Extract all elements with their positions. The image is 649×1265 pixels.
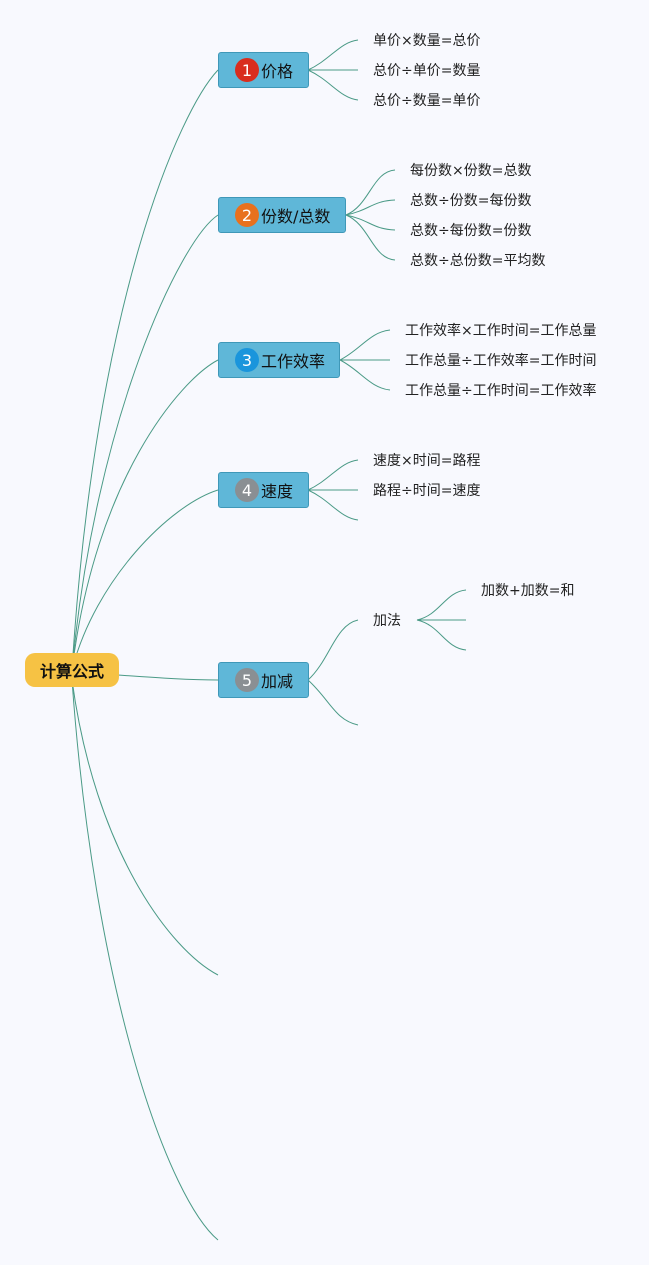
link-root-t5 — [117, 674, 219, 681]
topic-price[interactable]: 1 价格 — [218, 52, 309, 88]
link-t2-c3 — [345, 214, 396, 231]
leaf-node[interactable]: 工作总量÷工作效率=工作时间 — [405, 353, 597, 369]
topic-label: 加减 — [261, 672, 294, 691]
root-node[interactable]: 计算公式 — [25, 653, 119, 687]
link-t5-c2 — [307, 679, 359, 726]
number-badge-icon: 4 — [235, 478, 259, 502]
topic-label: 速度 — [261, 482, 294, 501]
link-t2-c4 — [345, 214, 396, 261]
leaf-node[interactable]: 总价÷数量=单价 — [373, 93, 481, 109]
leaf-node[interactable]: 总数÷总份数=平均数 — [410, 253, 546, 269]
topic-work-efficiency[interactable]: 3 工作效率 — [218, 342, 340, 378]
leaf-node[interactable]: 工作效率×工作时间=工作总量 — [405, 323, 597, 339]
link-t1-c1 — [307, 39, 359, 71]
link-t3-c3 — [339, 359, 391, 391]
root-label: 计算公式 — [39, 662, 104, 681]
link-root-t2 — [71, 214, 219, 671]
link-t2-c2 — [345, 199, 396, 216]
leaf-node[interactable]: 总数÷每份数=份数 — [410, 223, 532, 239]
number-badge-icon: 5 — [235, 668, 259, 692]
link-jiafa-c3 — [416, 619, 467, 651]
leaf-node[interactable]: 速度×时间=路程 — [373, 453, 481, 469]
topic-label: 工作效率 — [261, 352, 326, 371]
subtopic-addition[interactable]: 加法 — [373, 613, 401, 629]
link-t1-c3 — [307, 69, 359, 101]
leaf-node[interactable]: 总数÷份数=每份数 — [410, 193, 532, 209]
link-root-empty-1 — [71, 679, 219, 976]
link-t5-c1 — [307, 619, 359, 681]
number-badge-icon: 2 — [235, 203, 259, 227]
link-t2-c1 — [345, 169, 396, 216]
link-root-t3 — [71, 359, 219, 671]
topic-portions[interactable]: 2 份数/总数 — [218, 197, 346, 233]
link-t4-c1 — [307, 459, 359, 491]
number-badge-icon: 3 — [235, 348, 259, 372]
link-jiafa-c1 — [416, 589, 467, 621]
leaf-node[interactable]: 加数+加数=和 — [481, 583, 575, 599]
leaf-node[interactable]: 单价×数量=总价 — [373, 33, 481, 49]
leaf-node[interactable]: 工作总量÷工作时间=工作效率 — [405, 383, 597, 399]
link-root-t1 — [71, 69, 219, 671]
link-t3-c1 — [339, 329, 391, 361]
leaf-node[interactable]: 路程÷时间=速度 — [373, 483, 481, 499]
leaf-node[interactable]: 每份数×份数=总数 — [410, 163, 532, 179]
number-badge-icon: 1 — [235, 58, 259, 82]
topic-add-subtract[interactable]: 5 加减 — [218, 662, 309, 698]
leaf-node[interactable]: 总价÷单价=数量 — [373, 63, 481, 79]
topic-label: 价格 — [261, 62, 294, 81]
topic-speed[interactable]: 4 速度 — [218, 472, 309, 508]
link-root-t4 — [71, 489, 219, 671]
topic-label: 份数/总数 — [261, 207, 331, 226]
link-t4-c3 — [307, 489, 359, 521]
link-root-empty-2 — [71, 679, 219, 1241]
